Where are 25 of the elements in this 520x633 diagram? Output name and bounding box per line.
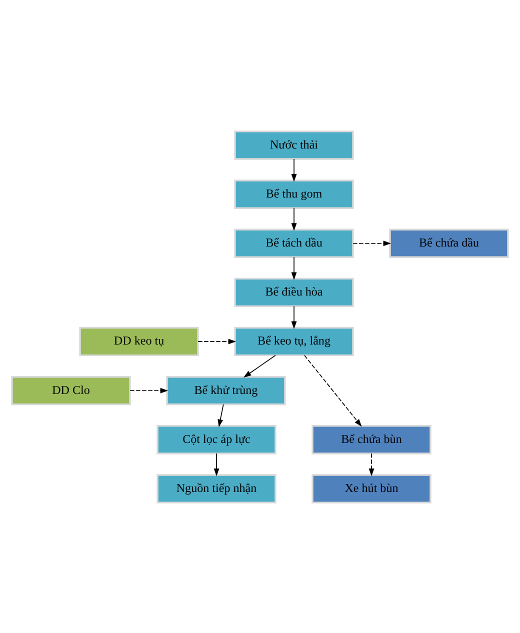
arrow xyxy=(198,338,236,344)
node-box: Bể keo tụ, lắng xyxy=(234,326,354,356)
arrow xyxy=(352,240,392,246)
node-box: DD Clo xyxy=(11,375,131,405)
arrow xyxy=(218,404,224,427)
node-box: Bể chứa bùn xyxy=(312,424,432,454)
arrow xyxy=(291,207,297,230)
arrow xyxy=(368,452,374,476)
node-box: Xe hút bùn xyxy=(312,474,432,503)
node-box: Bể thu gom xyxy=(234,179,354,208)
node-box: Cột lọc áp lực xyxy=(156,424,276,454)
node-box: Bể khử trùng xyxy=(166,375,286,405)
node-box: Bể tách dầu xyxy=(234,228,354,258)
node-box: DD keo tụ xyxy=(79,326,199,356)
arrow xyxy=(214,452,220,476)
arrow xyxy=(291,305,297,329)
arrow xyxy=(243,354,276,378)
node-box: Nguồn tiếp nhận xyxy=(156,474,276,503)
arrow xyxy=(291,158,297,182)
node-box: Bể điều hòa xyxy=(234,277,354,307)
node-box: Bể chứa dầu xyxy=(389,228,509,258)
arrow xyxy=(304,354,362,426)
arrow xyxy=(291,256,297,280)
arrow xyxy=(130,387,168,393)
node-box: Nước thải xyxy=(234,130,354,160)
